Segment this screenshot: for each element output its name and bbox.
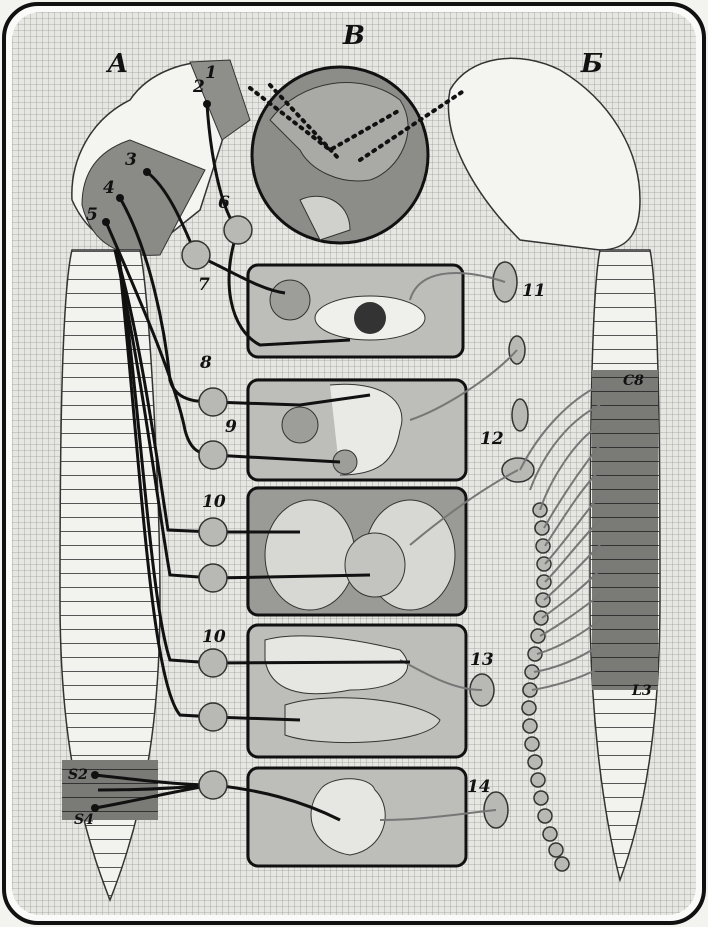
label-s4: S4 [74, 812, 94, 828]
label-11: 11 [522, 281, 546, 301]
label-l3: L3 [631, 683, 652, 699]
hypothalamic-arrows [248, 83, 467, 162]
sympathetic-fibers [379, 272, 601, 821]
label-a: А [105, 49, 128, 79]
midbrain-region [189, 59, 251, 141]
pituitary [299, 195, 351, 241]
label-v: В [342, 21, 365, 51]
label-3: 3 [125, 150, 137, 170]
label-2: 2 [192, 77, 205, 97]
label-c8: C8 [623, 373, 644, 389]
label-12: 12 [480, 429, 504, 449]
label-14: 14 [467, 777, 491, 797]
right-brain [447, 57, 641, 251]
label-4: 4 [103, 178, 115, 198]
label-1: 1 [205, 63, 217, 83]
hypothalamus-fold [269, 82, 409, 182]
label-10-thorax: 10 [202, 492, 226, 512]
sympathetic-chain [469, 261, 570, 872]
label-13: 13 [470, 650, 494, 670]
label-10-abdomen: 10 [202, 627, 226, 647]
nuclei-dots [91, 100, 211, 812]
label-5: 5 [86, 205, 98, 225]
label-9: 9 [225, 417, 237, 437]
thoracolumbar-segment [592, 370, 658, 690]
label-6: 6 [218, 193, 230, 213]
label-8: 8 [199, 353, 212, 373]
label-s2: S2 [68, 767, 88, 783]
label-7: 7 [198, 275, 210, 295]
parasympathetic-ganglia [181, 215, 253, 800]
label-b: Б [580, 49, 603, 79]
brainstem-region [81, 139, 206, 256]
